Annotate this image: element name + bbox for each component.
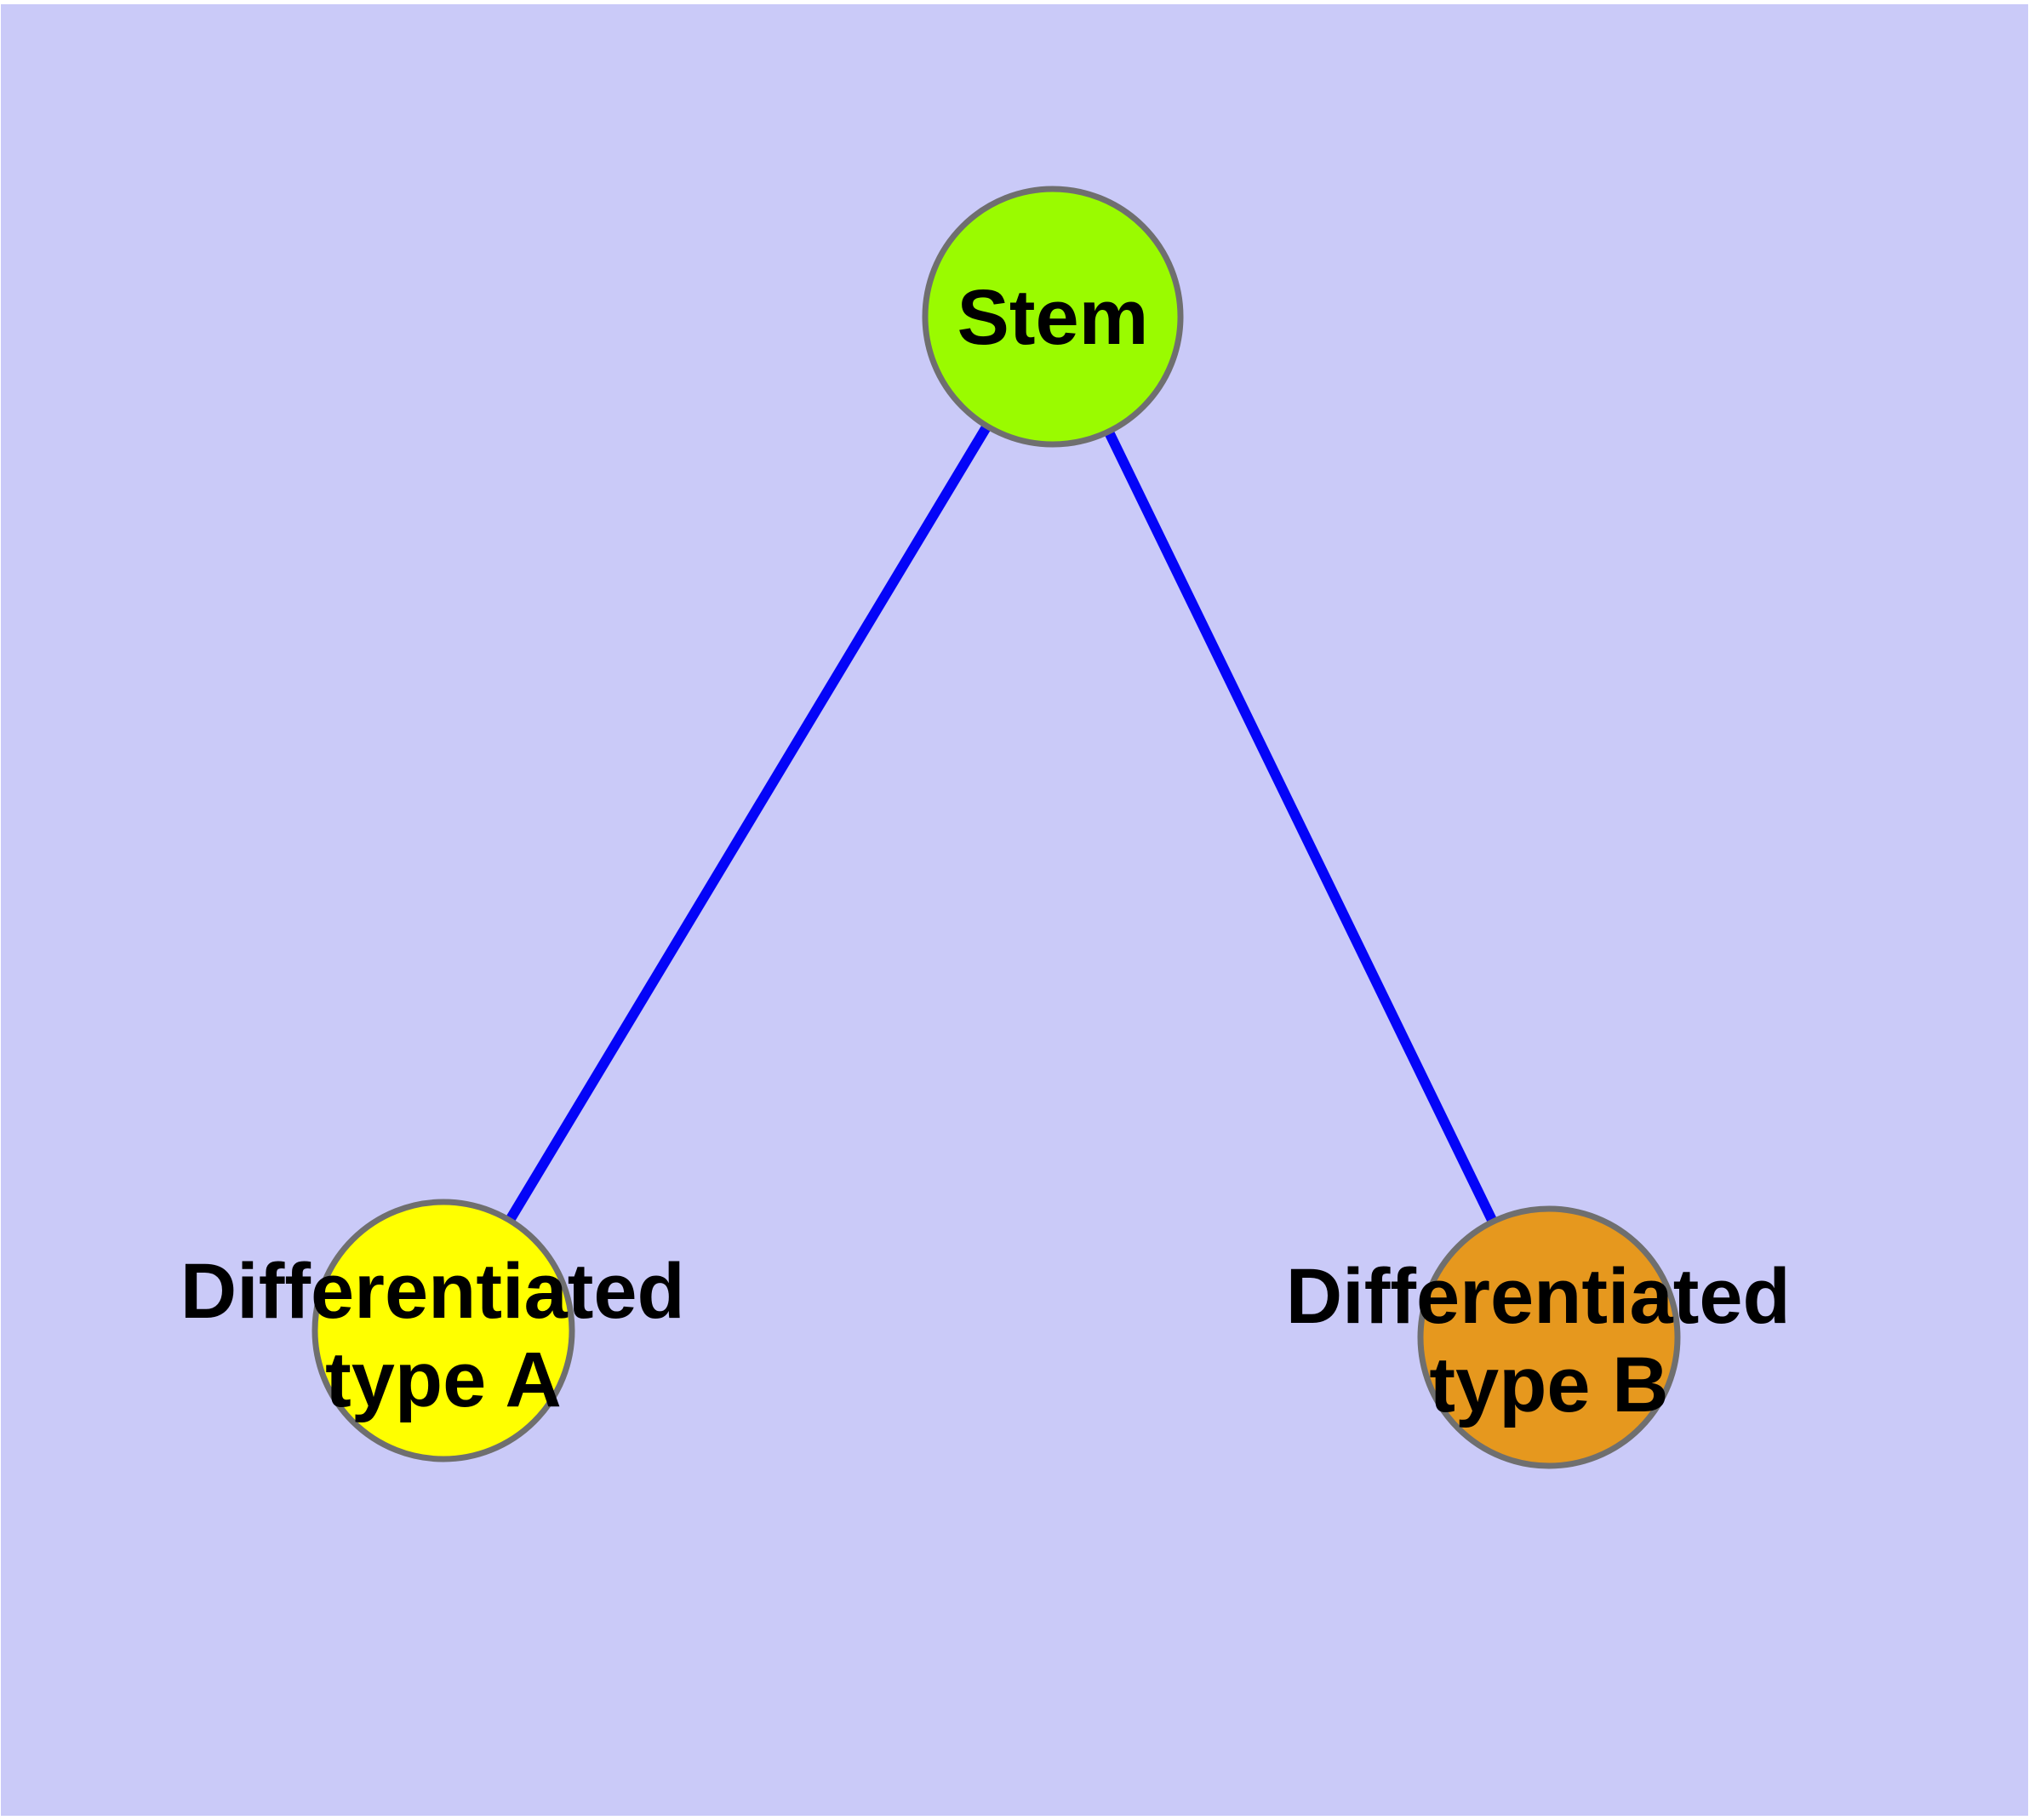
node-stem-label: Stem	[957, 274, 1149, 361]
label-line: type A	[325, 1336, 562, 1423]
node-type-a	[311, 1199, 575, 1462]
label-line: type B	[1429, 1342, 1668, 1428]
node-type-b-label: Differentiated type B	[1286, 1253, 1813, 1428]
node-type-a-label: Differentiated type A	[180, 1248, 707, 1423]
edge-stem-to-type-a	[438, 313, 1058, 1334]
edge-stem-to-type-b	[1048, 314, 1554, 1340]
node-stem	[922, 186, 1184, 448]
label-line: Differentiated	[1286, 1253, 1791, 1340]
node-type-b	[1417, 1205, 1681, 1469]
label-line: Differentiated	[180, 1248, 685, 1335]
